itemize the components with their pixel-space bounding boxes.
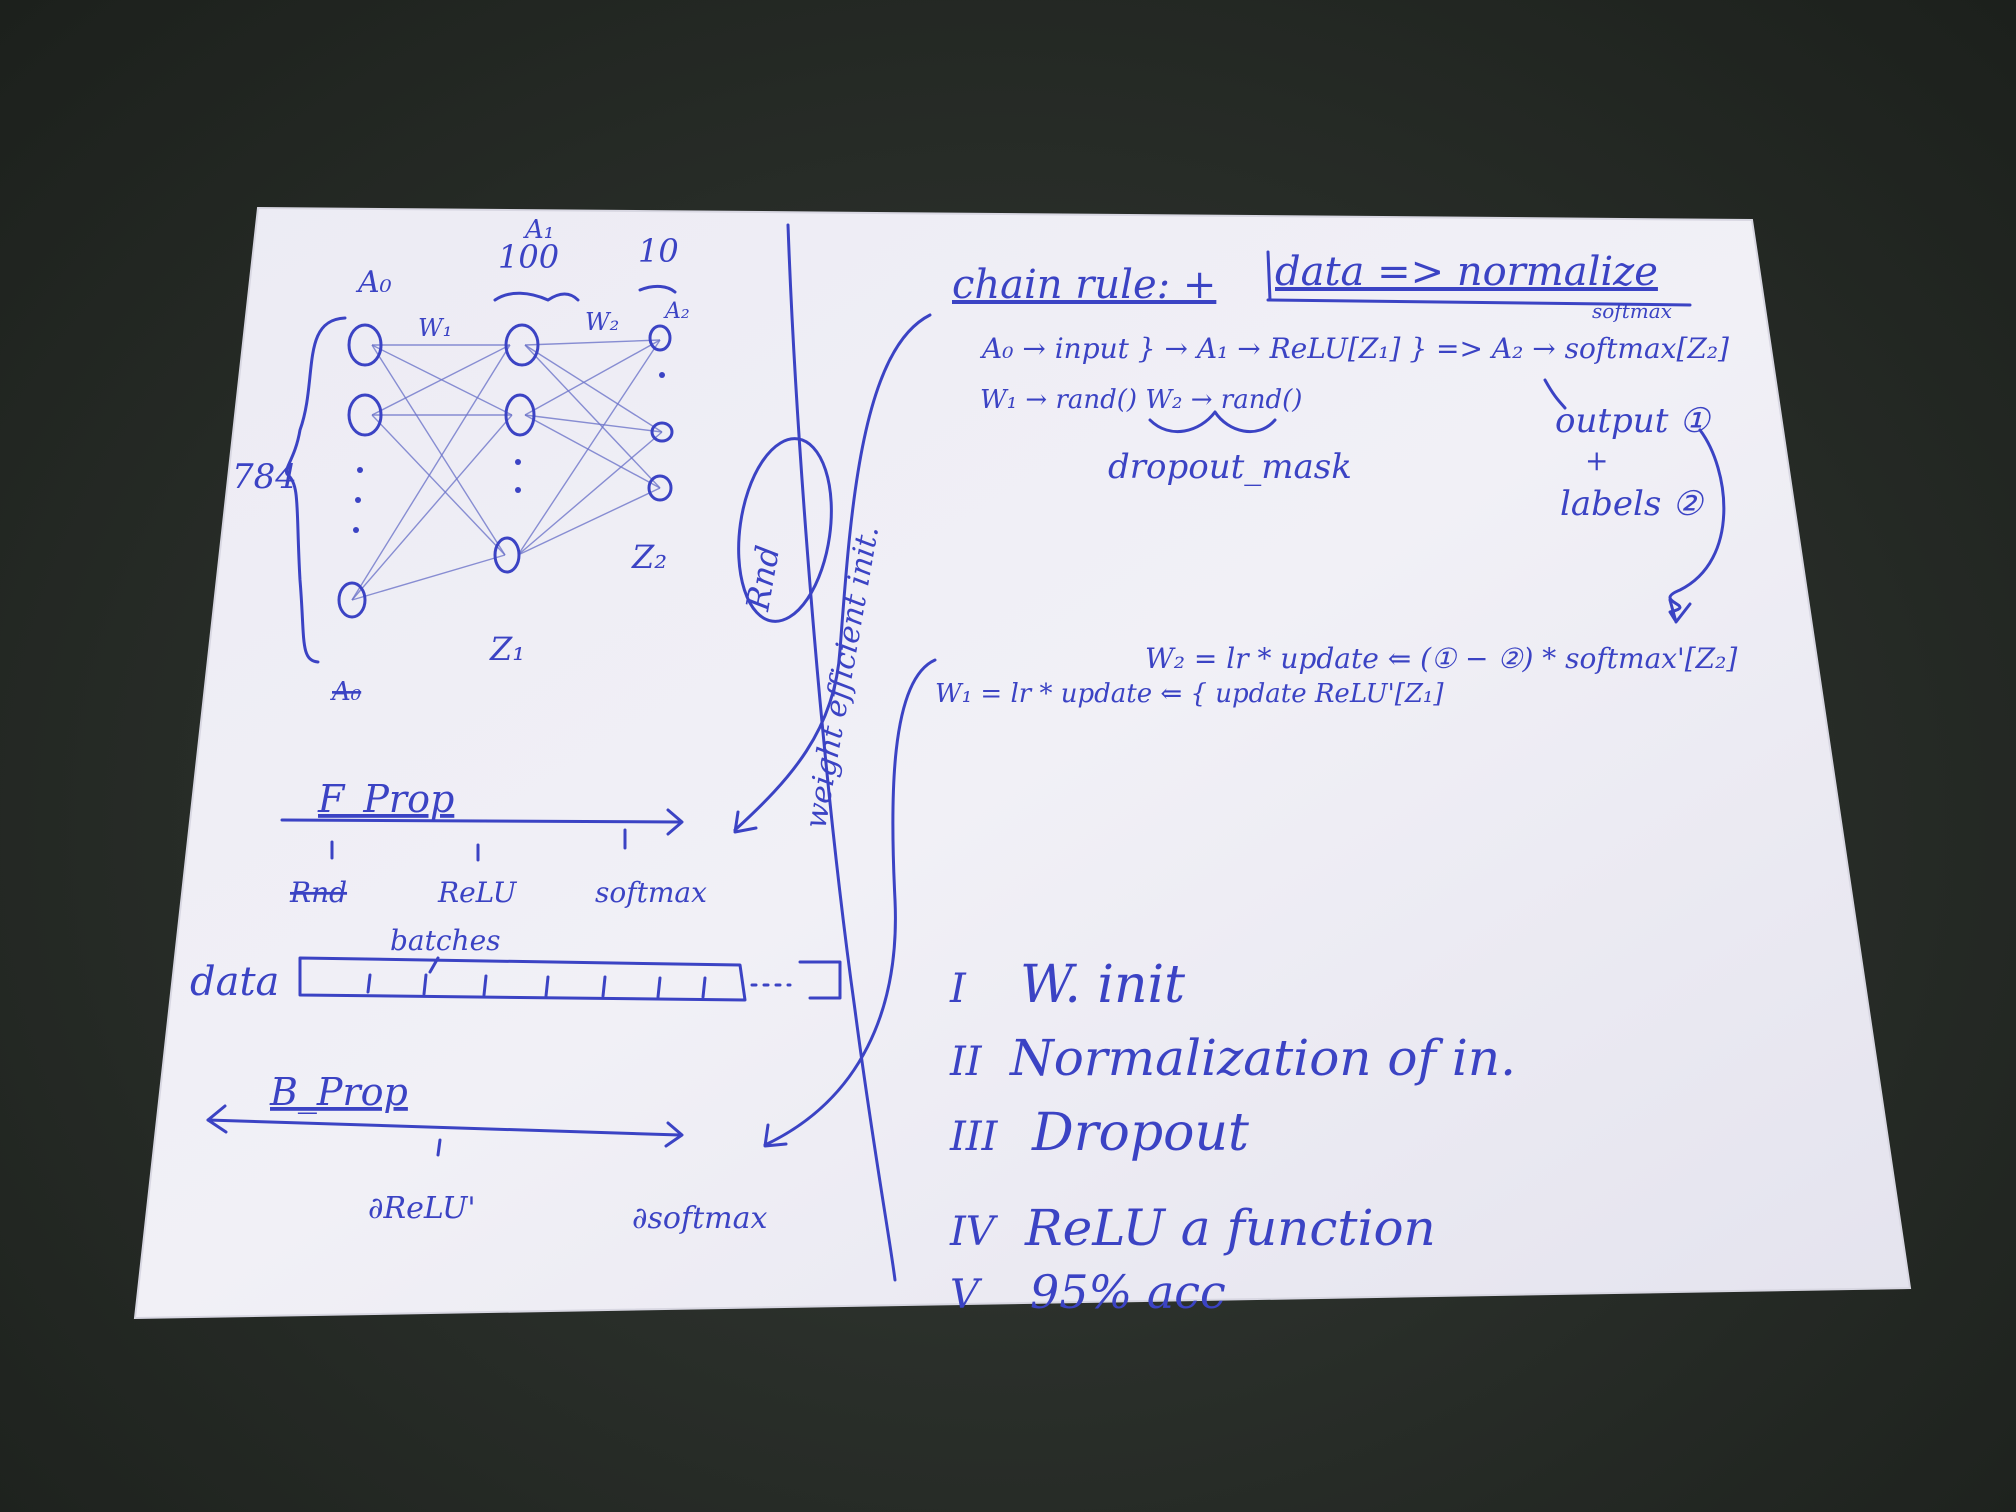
z2-label: Z₂: [631, 538, 667, 576]
w2-update: W₂ = lr * update ⇐ (① − ②) * softmax'[Z₂…: [1145, 642, 1737, 675]
curve-arrow-lower: [763, 658, 937, 1147]
input-size-label: 784: [232, 457, 297, 497]
z1-label: Z₁: [489, 630, 525, 668]
hidden-node: [504, 393, 536, 437]
list-item: III Dropout: [949, 1103, 1249, 1163]
list-item: II Normalization of in.: [949, 1029, 1516, 1087]
output-size-label: 10: [638, 232, 679, 270]
output-node: [648, 324, 672, 352]
struck-label: A₀: [330, 677, 362, 707]
list-item: I W. init: [949, 955, 1185, 1015]
list-item-text: Dropout: [1031, 1103, 1249, 1163]
list-item-number: I: [949, 966, 967, 1012]
output-node: [650, 421, 674, 443]
bprop-title: B_Prop: [269, 1070, 408, 1115]
fprop-step-1: Rnd: [289, 876, 347, 909]
divider-line: [786, 223, 897, 1282]
fprop-arrow: [280, 818, 682, 824]
fprop-title: F_Prop: [317, 777, 454, 822]
data-bar-ticks: [366, 973, 707, 999]
list-item: IV ReLU a function: [949, 1199, 1436, 1257]
output-node: [647, 474, 673, 502]
right-notes: chain rule: + data => normalize softmax …: [935, 249, 1737, 709]
list-item-number: V: [950, 1272, 983, 1318]
hidden-brace: [493, 291, 580, 302]
a1-label: A₁: [523, 215, 554, 245]
weight-lines: [351, 339, 663, 601]
hidden-node: [493, 536, 521, 574]
input-node: [347, 323, 383, 367]
batches-label: batches: [390, 924, 501, 957]
hidden-size-label: 100: [498, 238, 559, 276]
output-label: output ①: [1555, 401, 1711, 441]
data-bar: [298, 956, 747, 1002]
list-item-text: W. init: [1020, 955, 1185, 1015]
fprop-step-2: ReLU: [437, 876, 518, 909]
output-nodes: [647, 324, 674, 502]
list-item-number: III: [949, 1114, 999, 1160]
softmax-small: softmax: [1592, 299, 1672, 323]
fprop-section: F_Prop Rnd ReLU softmax batches data: [190, 777, 842, 1005]
input-node: [337, 581, 367, 619]
a0-label: A₀: [355, 265, 392, 300]
network-diagram: A₀ A₁ 100 10 W₁ W₂ A₂ 784 Z₁ Z₂ A₀: [232, 215, 690, 707]
plus-label: +: [1585, 444, 1608, 477]
bprop-step-1: ∂ReLU': [368, 1191, 476, 1226]
output-brace: [638, 284, 677, 294]
rnd-circle: [737, 437, 833, 623]
heading-chain-rule: chain rule: +: [952, 262, 1216, 308]
paper-sheet: [133, 206, 1912, 1320]
bprop-step-2: ∂softmax: [632, 1201, 767, 1236]
heading-normalize: data => normalize: [1275, 249, 1658, 295]
w1-label: W₁: [418, 314, 452, 342]
list-item-number: II: [949, 1039, 983, 1085]
bprop-arrow: [206, 1118, 682, 1137]
input-brace: [285, 316, 347, 664]
labels-label: labels ②: [1560, 484, 1704, 524]
dropout-label: dropout_mask: [1108, 447, 1352, 487]
curve-arrow-upper: [733, 313, 932, 832]
hidden-node: [504, 323, 540, 367]
fprop-step-3: softmax: [595, 876, 707, 909]
hidden-nodes: [493, 323, 540, 574]
dropout-brace: [1148, 410, 1277, 434]
a2-top-label: A₂: [663, 299, 690, 324]
list-item-text: ReLU a function: [1024, 1199, 1436, 1257]
init-line: W₁ → rand() W₂ → rand(): [980, 385, 1302, 415]
bprop-section: B_Prop ∂ReLU' ∂softmax: [206, 1070, 767, 1236]
list-item-text: Normalization of in.: [1009, 1029, 1516, 1087]
data-label: data: [190, 959, 279, 1005]
input-nodes: [337, 323, 383, 619]
summary-list: I W. init II Normalization of in. III Dr…: [949, 955, 1516, 1319]
forward-line: A₀ → input } → A₁ → ReLU[Z₁] } => A₂ → s…: [979, 332, 1729, 365]
list-item-number: IV: [949, 1209, 999, 1255]
w2-label: W₂: [585, 308, 619, 336]
output-curve: [1668, 428, 1726, 622]
list-item-text: 95% acc: [1030, 1265, 1226, 1319]
w1-update: W₁ = lr * update ⇐ { update ReLU'[Z₁]: [935, 679, 1444, 709]
input-node: [347, 393, 383, 437]
list-item: V 95% acc: [950, 1265, 1226, 1319]
